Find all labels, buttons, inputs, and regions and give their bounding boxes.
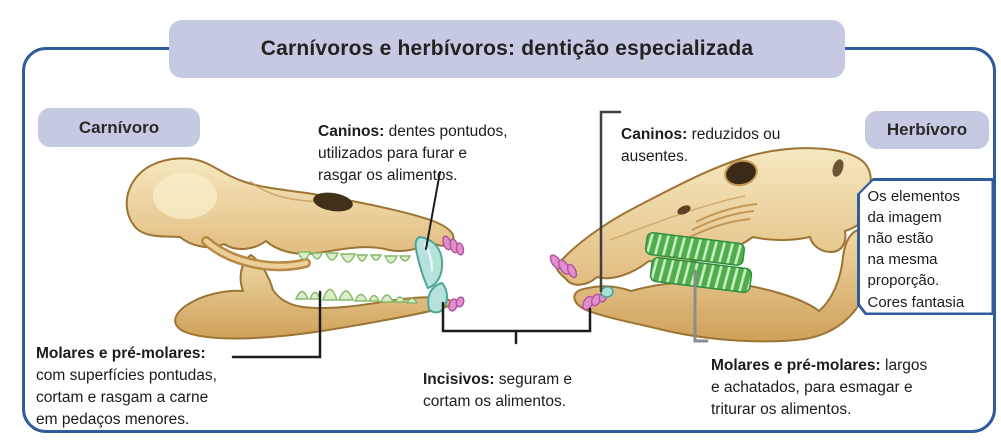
carnivore-label-text: Carnívoro bbox=[78, 117, 160, 137]
callout-incisors-term: Incisivos: bbox=[423, 371, 495, 388]
proportion-note-box: Os elementos da imagem não estão na mesm… bbox=[857, 178, 994, 315]
callout-incisors-text: seguram e cortam os alimentos. bbox=[423, 371, 573, 410]
callout-herbivore-molars-term: Molares e pré-molares: bbox=[711, 357, 881, 374]
callout-carnivore-molars: Molares e pré-molares: com superfícies p… bbox=[36, 321, 266, 431]
callout-incisors: Incisivos: seguram e cortam os alimentos… bbox=[423, 347, 633, 413]
callout-carnivore-molars-text: com superfícies pontudas, cortam e rasga… bbox=[36, 367, 217, 428]
proportion-note-text: Os elementos da imagem não estão na mesm… bbox=[867, 187, 965, 311]
callout-carnivore-canines-term: Caninos: bbox=[318, 123, 385, 140]
diagram-title-box: Carnívoros e herbívoros: dentição especi… bbox=[169, 20, 845, 78]
proportion-note-inner: Os elementos da imagem não estão na mesm… bbox=[860, 181, 992, 313]
herbivore-label: Herbívoro bbox=[865, 111, 989, 149]
callout-herbivore-molars-text: largos e achatados, para esmagar e tritu… bbox=[711, 357, 928, 418]
herbivore-label-text: Herbívoro bbox=[886, 120, 968, 139]
callout-herbivore-canines-term: Caninos: bbox=[621, 126, 688, 143]
callout-carnivore-canines: Caninos: dentes pontudos, utilizados par… bbox=[318, 99, 570, 187]
callout-herbivore-canines: Caninos: reduzidos ou ausentes. bbox=[621, 102, 851, 168]
callout-herbivore-molars: Molares e pré-molares: largos e achatado… bbox=[711, 333, 951, 421]
carnivore-label: Carnívoro bbox=[38, 108, 200, 147]
diagram-title: Carnívoros e herbívoros: dentição especi… bbox=[260, 37, 754, 60]
callout-carnivore-molars-term: Molares e pré-molares: bbox=[36, 345, 206, 362]
